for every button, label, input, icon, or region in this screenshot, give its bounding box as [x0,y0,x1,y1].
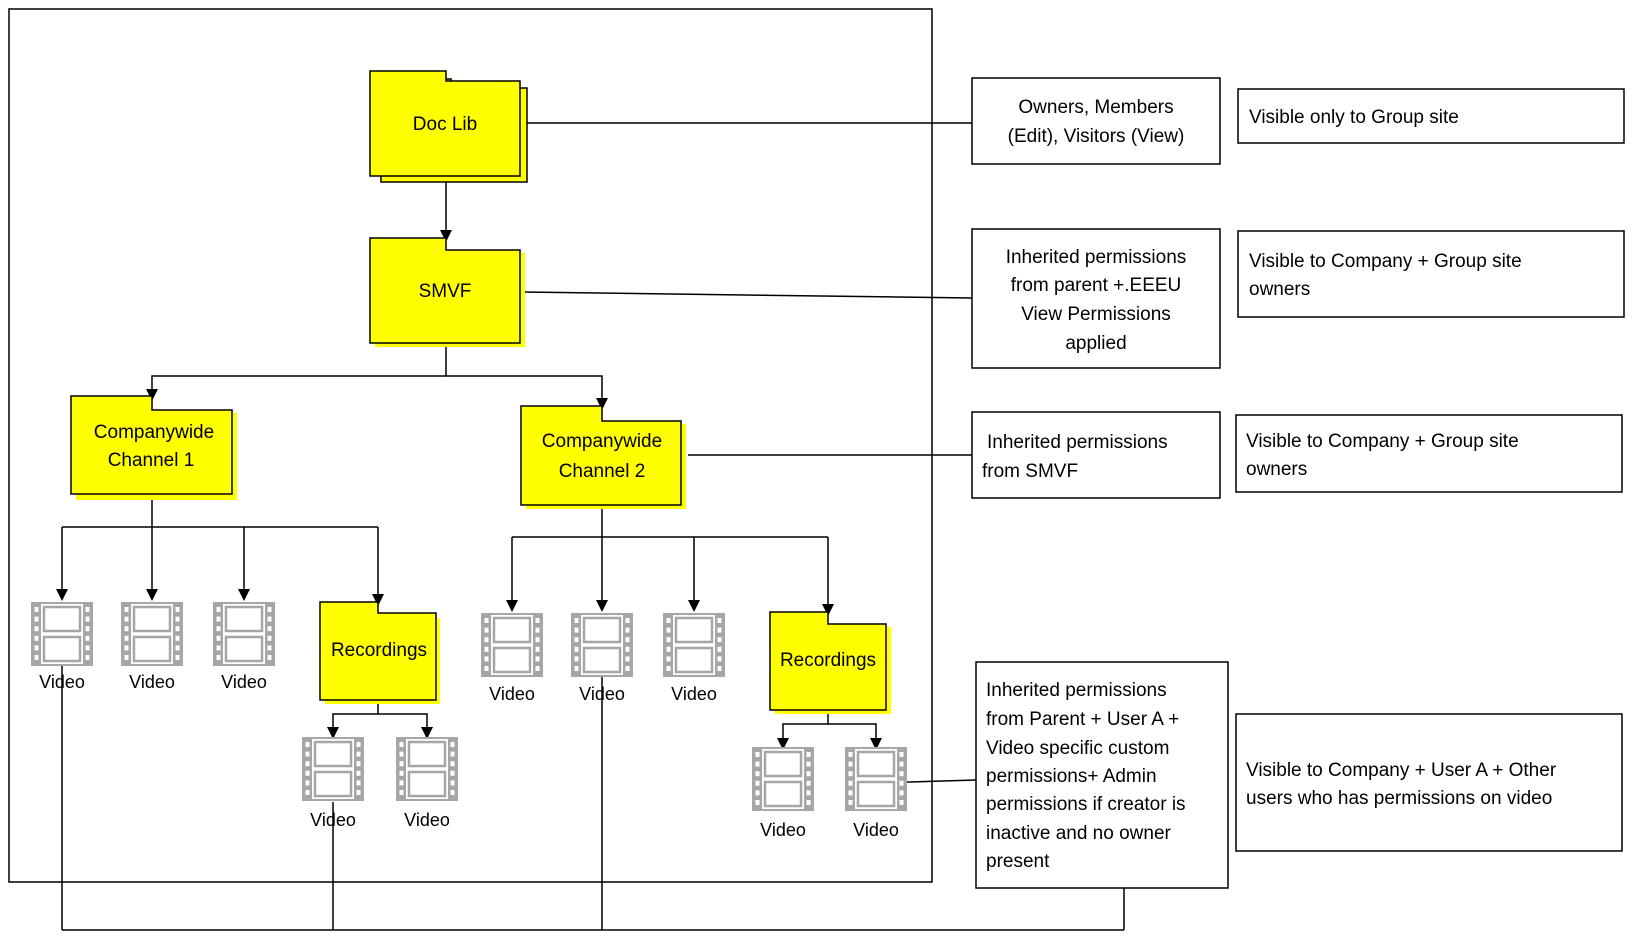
svg-text:Owners, Members(Edit), Visitor: Owners, Members (Edit), Visitors (View) [1008,97,1185,147]
box-line: Visible only to Group site [1249,107,1459,128]
folder-smvf: SMVF [369,237,525,347]
box-line: View Permissions [1021,304,1171,325]
folder-label: Recordings [780,650,876,671]
visibility-box-video: Visible to Company + User A + Other users… [1235,713,1623,852]
video-file-icon: Video [752,747,814,840]
video-label: Video [404,810,450,830]
video-label: Video [853,820,899,840]
folder-label: Channel 1 [108,450,195,471]
video-file-icon: Video [396,737,458,830]
video-file-icon: Video [302,737,364,830]
folder-companywide-channel-1: Companywide Channel 1 [70,395,237,500]
visibility-box-channel: Visible to Company + Group site owners [1235,414,1623,493]
visibility-box-doc-lib: Visible only to Group site [1237,88,1625,144]
folder-label: Doc Lib [413,114,477,135]
video-file-icon: Video [31,602,93,692]
visibility-box-smvf: Visible to Company + Group site owners [1237,230,1625,318]
folder-companywide-channel-2: Companywide Channel 2 [520,405,686,509]
video-label: Video [760,820,806,840]
box-line: from Parent + User A + [986,709,1179,730]
folder-label: Channel 2 [559,461,646,482]
box-line: Visible to Company + User A + Other [1246,760,1557,781]
box-line: present [986,851,1050,872]
site-container [8,8,933,883]
video-file-icon: Video [481,613,543,704]
video-label: Video [129,672,175,692]
folder-label: SMVF [419,281,472,302]
permission-box-smvf: Inherited permissions from parent +.EEEU V… [971,228,1221,369]
folder-label: Recordings [331,640,427,661]
folder-label: Companywide [542,431,662,452]
permission-box-channel: Inherited permissions from SMVF [971,411,1221,499]
video-file-icon: Video [121,602,183,692]
video-file-icon: Video [571,613,633,704]
video-label: Video [39,672,85,692]
box-line: Video specific custom [986,738,1169,759]
folder-doc-lib: Doc Lib [369,70,528,183]
box-line: (Edit), Visitors (View) [1008,126,1185,147]
box-line: Owners, Members [1018,97,1173,118]
video-file-icon: Video [845,747,907,840]
video-label: Video [671,684,717,704]
box-line: inactive and no owner [986,823,1172,844]
box-line: users who has permissions on video [1246,788,1552,809]
box-line: from parent +.EEEU [1011,275,1182,296]
permission-box-video: Inherited permissions from Parent + User … [975,661,1229,889]
box-line: Visible to Company + Group site [1246,431,1519,452]
svg-text:Visible to Company + Group sit: Visible to Company + Group site owners [1249,251,1522,300]
svg-text:Visible only to Group site: Visible only to Group site [1249,107,1459,128]
svg-text:Visible to Company + User A +: Visible to Company + User A + Other users… [1246,760,1557,809]
svg-text:Visible to Company + Group sit: Visible to Company + Group site owners [1246,431,1519,480]
box-line: applied [1065,333,1126,354]
permission-box-doc-lib: Owners, Members (Edit), Visitors (View) [971,77,1221,165]
folder-recordings-2: Recordings [769,611,891,714]
video-file-icon: Video [663,613,725,704]
box-line: Visible to Company + Group site [1249,251,1522,272]
video-file-icon: Video [213,602,275,692]
video-label: Video [579,684,625,704]
connectors [56,122,1125,931]
box-line: permissions+ Admin [986,766,1157,787]
box-line: Inherited permissions [987,432,1168,453]
video-label: Video [489,684,535,704]
box-line: owners [1246,459,1307,480]
video-label: Video [221,672,267,692]
folder-recordings-1: Recordings [319,601,440,704]
box-line: permissions if creator is [986,794,1186,815]
box-line: owners [1249,279,1310,300]
folder-label: Companywide [94,422,214,443]
box-line: from SMVF [982,461,1078,482]
box-line: Inherited permissions [986,680,1167,701]
box-line: Inherited permissions [1006,247,1187,268]
video-label: Video [310,810,356,830]
